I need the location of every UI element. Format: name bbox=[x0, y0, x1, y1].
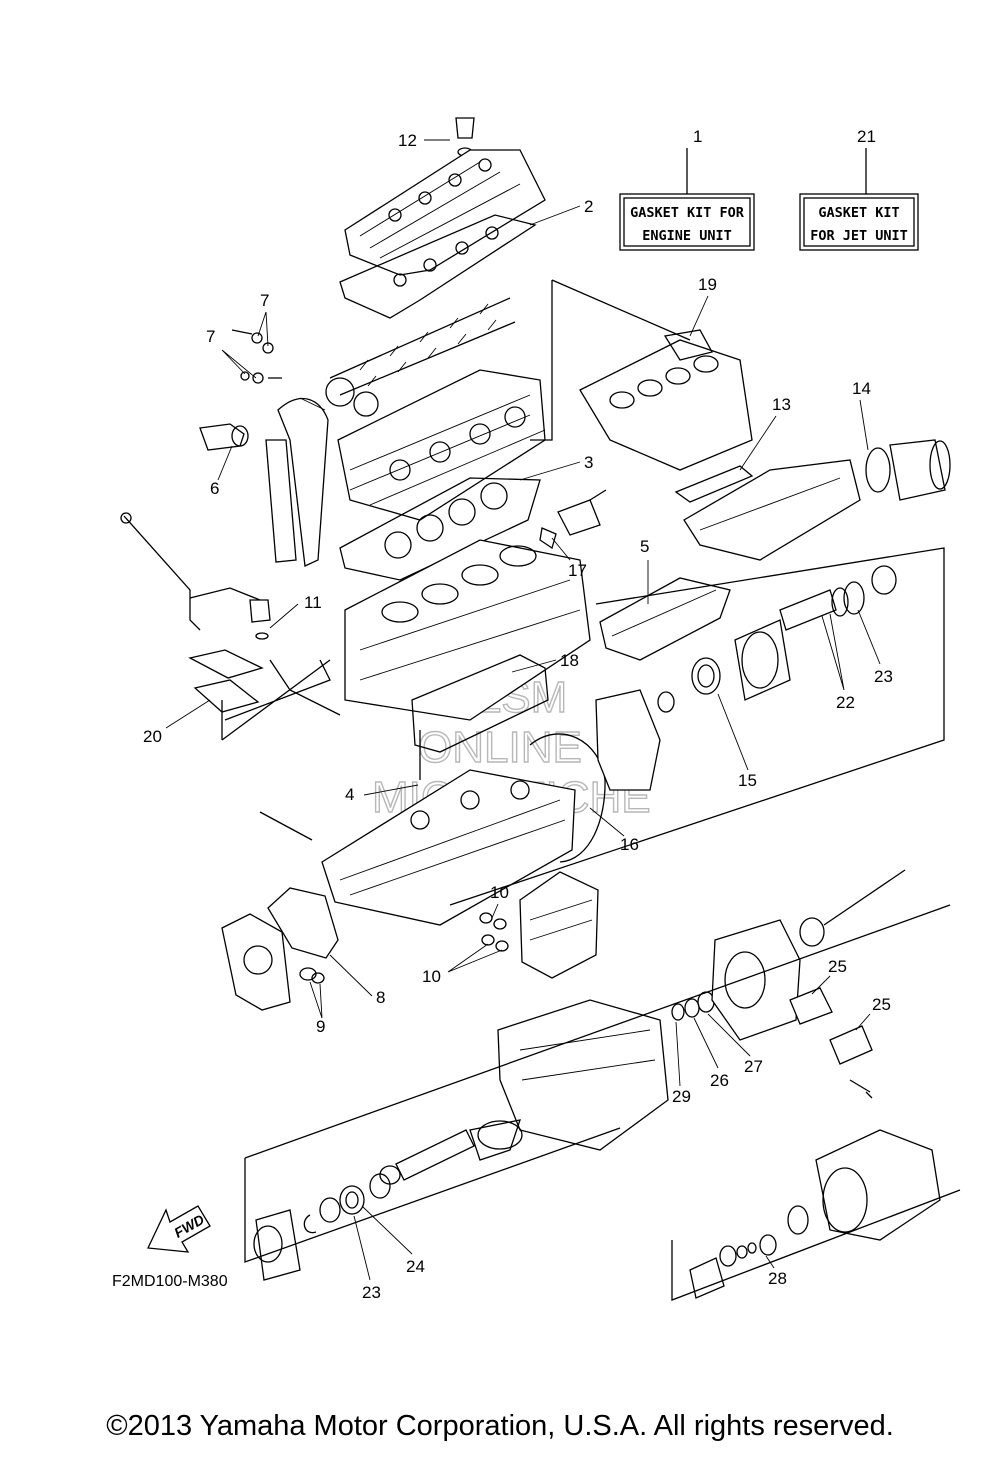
callout-10a: 10 bbox=[490, 883, 509, 902]
cover-plate-parts bbox=[789, 987, 873, 1099]
head-cover-part bbox=[339, 149, 546, 319]
cylinder-block-part bbox=[344, 539, 591, 721]
seal-stack-part bbox=[689, 1242, 757, 1299]
callout-13: 13 bbox=[772, 395, 791, 414]
callout-1: 1 bbox=[693, 127, 702, 146]
callout-8: 8 bbox=[376, 988, 385, 1007]
callout-leaders bbox=[165, 139, 881, 1281]
timing-chain-part bbox=[265, 397, 329, 567]
spacer-parts bbox=[299, 967, 325, 984]
callout-25a: 25 bbox=[828, 957, 847, 976]
kit-engine-line1: GASKET KIT FOR bbox=[630, 205, 745, 221]
callout-27: 27 bbox=[744, 1057, 763, 1076]
copyright-text: ©2013 Yamaha Motor Corporation, U.S.A. A… bbox=[106, 1410, 894, 1442]
callout-23b: 23 bbox=[362, 1283, 381, 1302]
callout-9: 9 bbox=[316, 1017, 325, 1036]
fwd-arrow: FWD bbox=[147, 1205, 211, 1253]
callout-3: 3 bbox=[584, 453, 593, 472]
part-drawings: FWD bbox=[120, 117, 961, 1301]
callout-21: 21 bbox=[857, 127, 876, 146]
callout-12: 12 bbox=[398, 131, 417, 150]
callout-labels: 1 21 2 3 4 5 6 7 7 8 9 10 10 11 12 13 14… bbox=[143, 127, 893, 1302]
callout-7b: 7 bbox=[206, 327, 215, 346]
bolt-parts bbox=[231, 329, 282, 384]
callout-23a: 23 bbox=[874, 667, 893, 686]
duct-pipe-part bbox=[379, 1129, 475, 1185]
impeller-part bbox=[671, 869, 906, 1021]
crankcase-gasket-part bbox=[411, 654, 549, 753]
callout-22: 22 bbox=[836, 693, 855, 712]
callout-24: 24 bbox=[406, 1257, 425, 1276]
intake-housing-part bbox=[469, 999, 669, 1161]
kit-engine-line2: ENGINE UNIT bbox=[642, 228, 731, 244]
crankcase-part bbox=[321, 769, 576, 926]
callout-16: 16 bbox=[620, 835, 639, 854]
leader-lines bbox=[221, 279, 961, 1301]
dipstick-part bbox=[120, 512, 261, 631]
plate-gasket-part bbox=[188, 649, 264, 713]
water-cover-part bbox=[599, 577, 731, 661]
callout-5: 5 bbox=[640, 537, 649, 556]
callout-4: 4 bbox=[345, 785, 354, 804]
gasket-kit-engine-box: GASKET KIT FOR ENGINE UNIT bbox=[619, 148, 755, 251]
callout-19: 19 bbox=[698, 275, 717, 294]
bearing-parts bbox=[253, 1173, 391, 1281]
watermark-line-2: ONLINE bbox=[418, 723, 582, 772]
exhaust-pipe-part bbox=[674, 459, 861, 561]
callout-29: 29 bbox=[672, 1087, 691, 1106]
side-housing-part bbox=[519, 871, 599, 979]
cover-gasket-part bbox=[221, 887, 339, 1011]
callout-18: 18 bbox=[560, 651, 579, 670]
oil-seal-part bbox=[657, 657, 721, 713]
tensioner-part bbox=[199, 423, 249, 451]
callout-25b: 25 bbox=[872, 995, 891, 1014]
thermostat-part bbox=[539, 489, 607, 550]
callout-15: 15 bbox=[738, 771, 757, 790]
drawing-code: F2MD100-M380 bbox=[112, 1273, 228, 1290]
output-housing-part bbox=[529, 689, 661, 863]
callout-28: 28 bbox=[768, 1269, 787, 1288]
exhaust-manifold-part bbox=[579, 329, 753, 471]
kit-jet-line2: FOR JET UNIT bbox=[810, 228, 908, 244]
callout-26: 26 bbox=[710, 1071, 729, 1090]
callout-17: 17 bbox=[568, 561, 587, 580]
breather-part bbox=[249, 599, 271, 640]
callout-10b: 10 bbox=[422, 967, 441, 986]
callout-14: 14 bbox=[852, 379, 871, 398]
kit-jet-line1: GASKET KIT bbox=[818, 205, 899, 221]
callout-20: 20 bbox=[143, 727, 162, 746]
exhaust-joint-part bbox=[865, 439, 951, 501]
gasket-kit-jet-box: GASKET KIT FOR JET UNIT bbox=[799, 148, 919, 251]
head-gasket-part bbox=[339, 477, 541, 581]
camshaft-part bbox=[325, 297, 516, 417]
o-ring-parts bbox=[479, 912, 509, 952]
callout-7a: 7 bbox=[260, 291, 269, 310]
impeller-housing-part bbox=[711, 919, 801, 1041]
callout-11: 11 bbox=[304, 593, 322, 612]
coupling-part bbox=[734, 565, 897, 701]
callout-2: 2 bbox=[584, 197, 593, 216]
callout-6: 6 bbox=[210, 479, 219, 498]
nozzle-part bbox=[759, 1129, 941, 1256]
